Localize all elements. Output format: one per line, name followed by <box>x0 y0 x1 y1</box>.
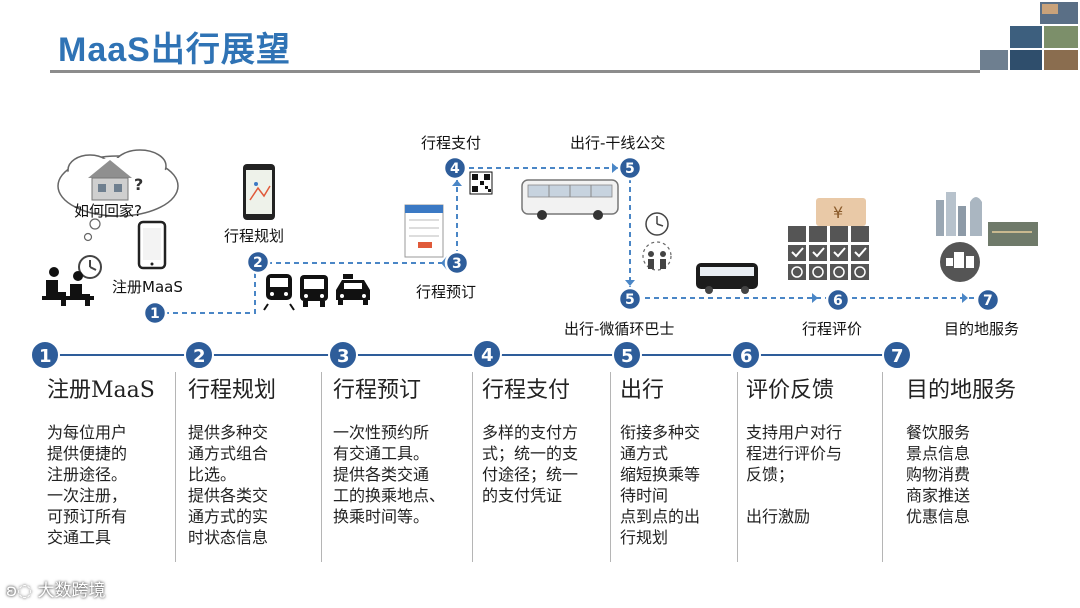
waiting-passengers-icon <box>42 267 94 306</box>
step-title: 出行 <box>620 378 665 403</box>
flow-node-6: 6 <box>825 287 851 313</box>
step-column-5: 出行 衔接多种交通方式缩短换乘等 待时间点到点的出行规划 <box>620 372 700 548</box>
flow-node-4: 4 <box>442 155 468 181</box>
step-description: 支持用户对行程进行评价与反馈； 出行激励 <box>746 423 843 526</box>
step-column-2: 行程规划 提供多种交通方式组合比选。 提供各类交通方式的实时状态信息 <box>188 372 276 548</box>
thought-cloud-icon: ? 如何回家? <box>57 149 179 242</box>
qr-code-icon <box>469 171 493 195</box>
step-number-4: 4 <box>472 339 502 369</box>
review-label: 行程评价 <box>802 320 862 338</box>
svg-text:7: 7 <box>983 293 993 309</box>
watermark-logo-icon: ʚ◌ <box>6 581 38 601</box>
column-divider <box>175 372 176 562</box>
title-underline <box>50 70 980 73</box>
arrow-icon <box>962 293 968 303</box>
step-number-2: 2 <box>184 340 214 370</box>
column-divider <box>610 372 611 562</box>
corner-photo-collage <box>980 2 1078 70</box>
step-number-5: 5 <box>612 340 642 370</box>
flow-node-3: 3 <box>444 250 470 276</box>
clock-icon <box>78 255 102 279</box>
step-number-1: 1 <box>30 340 60 370</box>
svg-text:7: 7 <box>891 346 904 367</box>
svg-text:4: 4 <box>481 345 494 366</box>
bus-icon <box>300 275 328 307</box>
svg-text:5: 5 <box>621 346 634 367</box>
train-icon <box>263 274 295 311</box>
arrow-icon <box>812 293 818 303</box>
step-title: 评价反馈 <box>746 378 835 403</box>
booking-screen-icon <box>404 204 444 258</box>
trunk-bus-icon <box>521 179 619 220</box>
svg-text:2: 2 <box>253 255 263 271</box>
svg-text:1: 1 <box>39 346 52 367</box>
step-column-3: 行程预订 一次性预约所有交通工具。提供各类交通 工的换乘地点、换乘时间等。 <box>333 372 445 527</box>
taxi-icon <box>336 274 370 305</box>
arrow-icon <box>452 180 462 186</box>
flow-node-2: 2 <box>245 249 271 275</box>
phone-icon <box>137 220 167 270</box>
flow-node-1: 1 <box>142 300 168 326</box>
svg-text:2: 2 <box>193 346 206 367</box>
watermark: ʚ◌ 大数跨境 <box>6 581 106 601</box>
step-column-7: 目的地服务 餐饮服务景点信息购物消费 商家推送优惠信息 <box>906 372 1016 527</box>
transfer-clock-icon <box>642 212 672 271</box>
svg-text:3: 3 <box>452 256 462 272</box>
step-title: 注册MaaS <box>47 378 155 403</box>
step-description: 餐饮服务景点信息购物消费 商家推送优惠信息 <box>906 423 971 526</box>
column-divider <box>737 372 738 562</box>
step-number-3: 3 <box>328 340 358 370</box>
step-number-7: 7 <box>882 340 912 370</box>
flow-node-5a: 5 <box>617 155 643 181</box>
step-description: 衔接多种交通方式缩短换乘等 待时间点到点的出行规划 <box>620 423 701 547</box>
svg-text:4: 4 <box>450 161 460 177</box>
house-icon <box>88 160 132 201</box>
column-divider <box>472 372 473 562</box>
rating-grid-icon: ¥ <box>788 198 869 280</box>
city-skyline-icon <box>936 192 1038 246</box>
step-description: 提供多种交通方式组合比选。 提供各类交通方式的实时状态信息 <box>188 423 269 547</box>
micro-bus-label: 出行-微循环巴士 <box>564 320 674 338</box>
svg-text:?: ? <box>134 175 143 194</box>
svg-text:3: 3 <box>337 346 350 367</box>
register-label: 注册MaaS <box>112 278 183 296</box>
column-divider <box>882 372 883 562</box>
step-column-4: 行程支付 多样的支付方式；统一的支付途径；统一 的支付凭证 <box>482 372 578 506</box>
question-label: 如何回家? <box>74 202 142 220</box>
trunk-bus-label: 出行-干线公交 <box>570 134 665 152</box>
arrow-icon <box>625 280 635 286</box>
step-description: 为每位用户提供便捷的注册途径。 一次注册，可预订所有交通工具 <box>47 423 128 547</box>
step-column-1: 注册MaaS 为每位用户提供便捷的注册途径。 一次注册，可预订所有交通工具 <box>47 372 155 548</box>
column-divider <box>321 372 322 562</box>
step-title: 目的地服务 <box>906 378 1017 403</box>
step-title: 行程支付 <box>482 378 571 403</box>
food-icon <box>940 242 980 282</box>
map-phone-icon <box>243 164 275 220</box>
step-description: 多样的支付方式；统一的支付途径；统一 的支付凭证 <box>482 423 579 505</box>
arrow-icon <box>612 163 618 173</box>
micro-bus-icon <box>696 263 758 294</box>
svg-text:5: 5 <box>625 161 635 177</box>
svg-text:¥: ¥ <box>833 203 843 222</box>
plan-label: 行程规划 <box>224 227 284 245</box>
book-label: 行程预订 <box>416 283 476 301</box>
svg-text:1: 1 <box>150 306 160 322</box>
flow-node-5b: 5 <box>617 286 643 312</box>
svg-text:6: 6 <box>740 346 753 367</box>
step-title: 行程规划 <box>188 378 277 403</box>
flow-node-7: 7 <box>975 287 1001 313</box>
step-title: 行程预订 <box>333 378 422 403</box>
step-description: 一次性预约所有交通工具。提供各类交通 工的换乘地点、换乘时间等。 <box>333 423 446 526</box>
svg-text:5: 5 <box>625 292 635 308</box>
step-number-6: 6 <box>731 340 761 370</box>
page-title: MaaS出行展望 <box>58 31 291 69</box>
svg-text:6: 6 <box>833 293 843 309</box>
flow-path <box>155 167 990 314</box>
step-column-6: 评价反馈 支持用户对行程进行评价与反馈； 出行激励 <box>746 372 842 527</box>
destination-label: 目的地服务 <box>944 320 1019 338</box>
pay-label: 行程支付 <box>421 134 481 152</box>
